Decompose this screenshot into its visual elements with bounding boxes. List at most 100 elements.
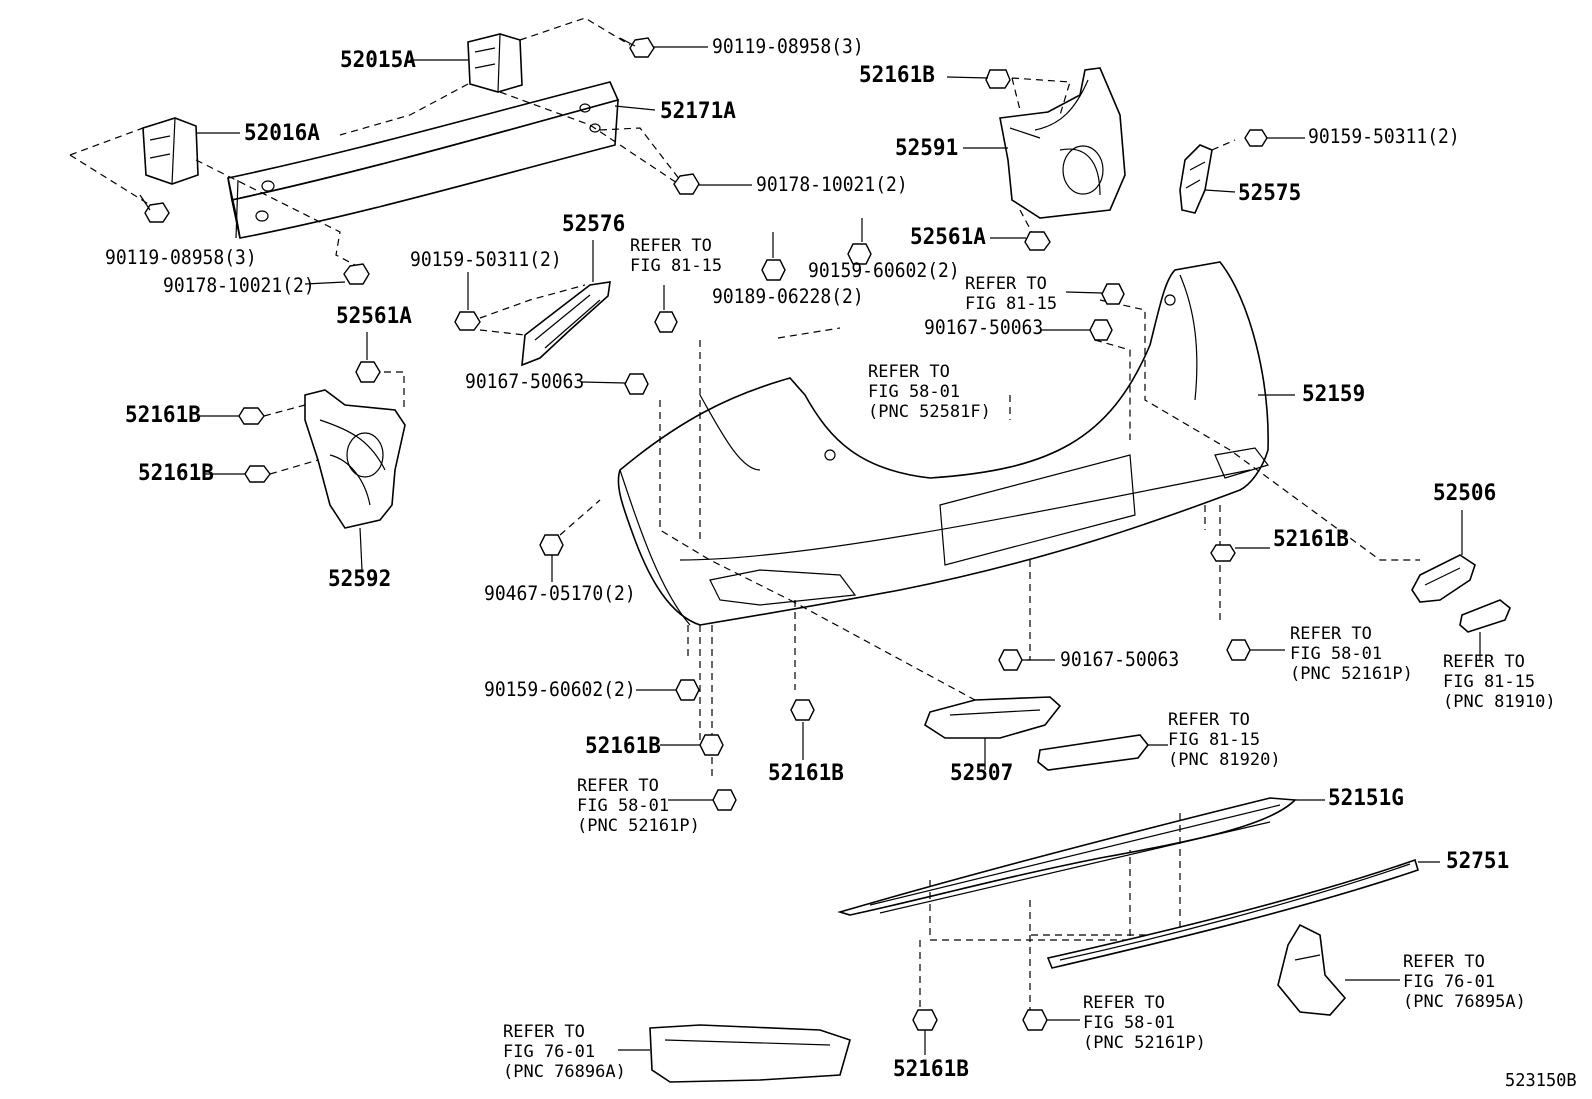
label-52575: 52575 [1238, 179, 1302, 206]
bracket-52576 [521, 281, 611, 367]
bracket-52015a [467, 33, 523, 93]
bolt-90159-60602-top [847, 243, 872, 265]
label-52751: 52751 [1446, 847, 1510, 874]
ref-line: (PNC 52581F) [868, 402, 991, 422]
diagram-code: 523150B [1505, 1070, 1577, 1092]
label-52016a: 52016A [244, 119, 320, 146]
ref-line: FIG 81-15 [630, 256, 723, 276]
label-90119-08958-top: 90119-08958(3) [712, 35, 864, 59]
ref-line: FIG 58-01 [868, 382, 961, 402]
label-52592: 52592 [328, 565, 392, 592]
ref-line: REFER TO [1290, 624, 1372, 644]
label-52561a-right: 52561A [910, 223, 986, 250]
mudguard-left [649, 1024, 851, 1083]
label-90167-50063-bottom: 90167-50063 [1060, 648, 1180, 672]
label-52561a-left: 52561A [336, 302, 412, 329]
ref-line: REFER TO [577, 776, 659, 796]
bolt-90159-60602-bottom [675, 679, 700, 701]
ref-line: FIG 76-01 [1403, 972, 1496, 992]
ref-line: FIG 76-01 [503, 1042, 596, 1062]
label-90159-50311-left: 90159-50311(2) [410, 248, 562, 272]
label-90178-10021-left: 90178-10021(2) [163, 274, 315, 298]
ref-line: REFER TO [503, 1022, 585, 1042]
bolt-90167-left [624, 373, 649, 395]
nut-90178-left [304, 263, 370, 285]
label-52161b-right: 52161B [1273, 525, 1349, 552]
label-90167-50063-top: 90167-50063 [924, 316, 1044, 340]
label-52506: 52506 [1433, 479, 1497, 506]
refer-fig-81-15-pnc-81910: REFER TO FIG 81-15 (PNC 81910) [1443, 652, 1556, 712]
label-52161b-b1: 52161B [585, 732, 661, 759]
garnish-strip-52751 [1046, 858, 1419, 969]
label-52161b-l1: 52161B [125, 401, 201, 428]
label-52576: 52576 [562, 210, 626, 237]
ref-line: (PNC 81920) [1168, 750, 1281, 770]
label-90167-50063-left: 90167-50063 [465, 370, 585, 394]
label-52507: 52507 [950, 759, 1014, 786]
lower-garnish-52151g [837, 797, 1297, 916]
ref-line: FIG 58-01 [1083, 1013, 1176, 1033]
refer-fig-58-01-pnc-52581f: REFER TO FIG 58-01 (PNC 52581F) [868, 362, 991, 422]
nut-52561a-right [1024, 231, 1051, 251]
ref-line: REFER TO [630, 236, 712, 256]
nut-52561a-left [355, 361, 381, 383]
bolt-90159-right [1244, 129, 1268, 147]
clip-90189 [761, 259, 786, 281]
ref-line: REFER TO [1403, 952, 1485, 972]
label-90467-05170: 90467-05170(2) [484, 582, 636, 606]
refer-fig-58-01-pnc-52161p-bottom: REFER TO FIG 58-01 (PNC 52161P) [1083, 993, 1206, 1053]
bolt-90119-left [139, 194, 170, 223]
label-52161b-l2: 52161B [138, 459, 214, 486]
bolt-refer-81-15-top [654, 311, 678, 333]
label-52015a: 52015A [340, 46, 416, 73]
label-90159-60602-top: 90159-60602(2) [808, 259, 960, 283]
ref-line: REFER TO [868, 362, 950, 382]
bolt-90119-top [619, 37, 708, 58]
refer-fig-58-01-pnc-52161p-right: REFER TO FIG 58-01 (PNC 52161P) [1290, 624, 1413, 684]
ref-line: (PNC 52161P) [1290, 664, 1413, 684]
ref-line: (PNC 81910) [1443, 692, 1556, 712]
ref-line: FIG 58-01 [577, 796, 670, 816]
label-52171a: 52171A [660, 97, 736, 124]
reflector-bezel-52506 [1411, 554, 1476, 603]
label-90119-08958-left: 90119-08958(3) [105, 246, 257, 270]
ref-line: REFER TO [1168, 710, 1250, 730]
bolt-90159-50311-left [454, 311, 481, 331]
label-52151g: 52151G [1328, 784, 1404, 811]
ref-line: FIG 81-15 [1443, 672, 1536, 692]
bolt-90467 [539, 534, 564, 556]
label-90189-06228: 90189-06228(2) [712, 285, 864, 309]
ref-line: (PNC 76896A) [503, 1062, 626, 1082]
bumper-cover-52159 [617, 261, 1270, 626]
ref-line: REFER TO [1443, 652, 1525, 672]
ref-line: REFER TO [965, 274, 1047, 294]
reflector-lens-right [1459, 599, 1511, 633]
clip-52161b-l2 [244, 465, 271, 483]
bolt-refer-81-15-mid [1101, 283, 1125, 305]
clip-52161b-top [985, 69, 1011, 89]
label-52161b-b2: 52161B [768, 759, 844, 786]
clip-52161b-b2 [790, 699, 815, 721]
refer-fig-81-15-pnc-81920: REFER TO FIG 81-15 (PNC 81920) [1168, 710, 1281, 770]
ref-line: (PNC 52161P) [1083, 1033, 1206, 1053]
ref-line: (PNC 76895A) [1403, 992, 1526, 1012]
clip-refer-58-01-left [712, 789, 737, 811]
ref-line: FIG 81-15 [965, 294, 1058, 314]
clip-52161b-b1 [699, 734, 724, 756]
bolt-90167-bottom [998, 649, 1023, 671]
ref-line: FIG 58-01 [1290, 644, 1383, 664]
refer-fig-76-01-pnc-76896a: REFER TO FIG 76-01 (PNC 76896A) [503, 1022, 626, 1082]
mudguard-right [1277, 923, 1347, 1016]
label-90159-50311-right: 90159-50311(2) [1308, 125, 1460, 149]
side-retainer-52592 [304, 389, 406, 529]
refer-fig-81-15-mid: REFER TO FIG 81-15 [965, 274, 1057, 314]
label-52161b-top: 52161B [859, 61, 935, 88]
refer-fig-76-01-pnc-76895a: REFER TO FIG 76-01 (PNC 76895A) [1403, 952, 1526, 1012]
label-52591: 52591 [895, 134, 959, 161]
ref-line: (PNC 52161P) [577, 816, 700, 836]
clip-refer-58-01-right [1226, 639, 1251, 661]
ref-line: FIG 81-15 [1168, 730, 1261, 750]
reflector-bezel-52507 [924, 696, 1062, 739]
